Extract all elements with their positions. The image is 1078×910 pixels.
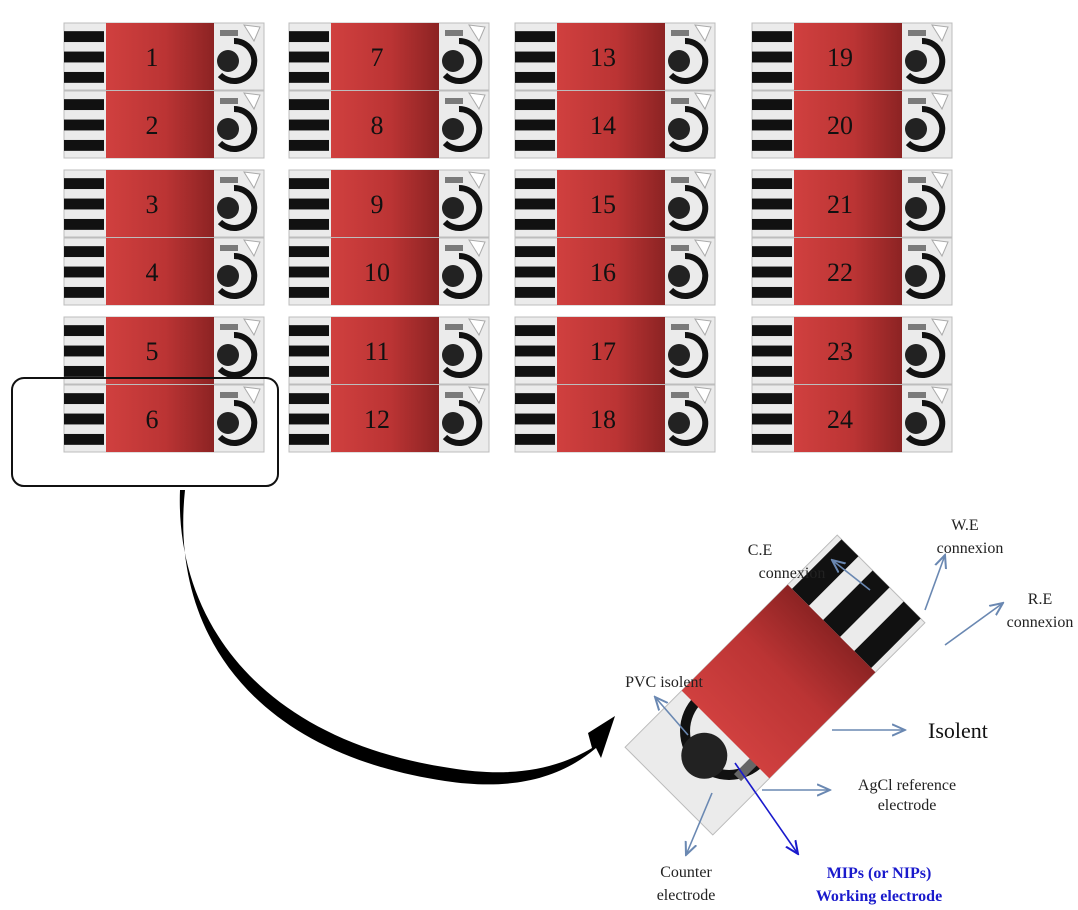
svg-text:PVC isolent: PVC isolent: [625, 674, 703, 691]
electrode-strip: 23: [751, 316, 953, 385]
svg-text:connexion: connexion: [759, 565, 826, 582]
electrode-strip: 10: [288, 237, 490, 306]
electrode-strip: 8: [288, 90, 490, 159]
electrode-strip: 21: [751, 169, 953, 238]
label-pvc-isolent: PVC isolent: [625, 674, 703, 736]
electrode-strip: 16: [514, 237, 716, 306]
electrode-strip: 11: [288, 316, 490, 385]
ce-connexion-track: [791, 539, 859, 606]
electrode-strip: 7: [288, 22, 490, 91]
svg-text:R.E: R.E: [1028, 591, 1052, 608]
electrode-strip: 20: [751, 90, 953, 159]
single-electrode-detail: C.E connexion W.E connexion R.E connexio…: [624, 517, 1074, 905]
selection-box: [11, 377, 279, 487]
strip-number: 15: [590, 190, 616, 219]
strip-number: 24: [827, 405, 853, 434]
svg-text:connexion: connexion: [937, 540, 1004, 557]
strip-number: 6: [146, 405, 159, 434]
label-we-connexion: W.E connexion: [924, 517, 1004, 611]
strip-number: 19: [827, 43, 853, 72]
electrode-strip: 9: [288, 169, 490, 238]
curved-pointer-arrow: [179, 490, 615, 785]
strip-number: 4: [146, 258, 159, 287]
strip-number: 10: [364, 258, 390, 287]
svg-text:Isolent: Isolent: [928, 718, 988, 743]
isolent-cover: [681, 584, 876, 779]
svg-text:Working electrode: Working electrode: [816, 888, 942, 905]
strip-number: 8: [371, 111, 384, 140]
electrode-strip: 4: [63, 237, 265, 306]
electrode-strip: 19: [751, 22, 953, 91]
electrode-strip: 13: [514, 22, 716, 91]
strip-number: 22: [827, 258, 853, 287]
strip-number: 11: [364, 337, 389, 366]
strip-number: 23: [827, 337, 853, 366]
svg-text:Counter: Counter: [660, 864, 712, 881]
label-isolent: Isolent: [832, 718, 988, 743]
strip-number: 18: [590, 405, 616, 434]
electrode-strip: 15: [514, 169, 716, 238]
electrode-strip: 24: [751, 384, 953, 453]
svg-text:W.E: W.E: [951, 517, 978, 534]
label-agcl-reference: AgCl reference electrode: [762, 777, 956, 814]
strip-number: 13: [590, 43, 616, 72]
electrode-strip: 14: [514, 90, 716, 159]
electrode-strip: 12: [288, 384, 490, 453]
strip-number: 1: [146, 43, 159, 72]
re-connexion-track: [854, 601, 921, 669]
strip-number: 20: [827, 111, 853, 140]
strip-number: 17: [590, 337, 616, 366]
electrode-strip: 17: [514, 316, 716, 385]
label-working-electrode: MIPs (or NIPs) Working electrode: [734, 762, 942, 905]
electrode-strip: 18: [514, 384, 716, 453]
label-counter-electrode: Counter electrode: [657, 792, 716, 904]
we-connexion-track: [823, 570, 890, 637]
strip-number: 2: [146, 111, 159, 140]
electrode-strip: 22: [751, 237, 953, 306]
strip-number: 7: [371, 43, 384, 72]
svg-text:C.E: C.E: [748, 542, 772, 559]
svg-text:electrode: electrode: [878, 797, 937, 814]
svg-text:MIPs (or NIPs): MIPs (or NIPs): [827, 865, 932, 882]
svg-text:AgCl reference: AgCl reference: [858, 777, 956, 794]
svg-text:connexion: connexion: [1007, 614, 1074, 631]
svg-text:electrode: electrode: [657, 887, 716, 904]
label-ce-connexion: C.E connexion: [748, 542, 871, 591]
strip-number: 21: [827, 190, 853, 219]
electrode-strip: 5: [63, 316, 265, 385]
electrode-strip: 3: [63, 169, 265, 238]
strip-number: 3: [146, 190, 159, 219]
strip-number: 16: [590, 258, 616, 287]
working-electrode-disc: [681, 732, 728, 779]
electrode-strip: 1: [63, 22, 265, 91]
strip-number: 5: [146, 337, 159, 366]
electrode-strip: 2: [63, 90, 265, 159]
label-re-connexion: R.E connexion: [944, 591, 1074, 646]
strip-number: 12: [364, 405, 390, 434]
electrode-strip: 6: [63, 384, 265, 453]
strip-number: 9: [371, 190, 384, 219]
strip-number: 14: [590, 111, 616, 140]
